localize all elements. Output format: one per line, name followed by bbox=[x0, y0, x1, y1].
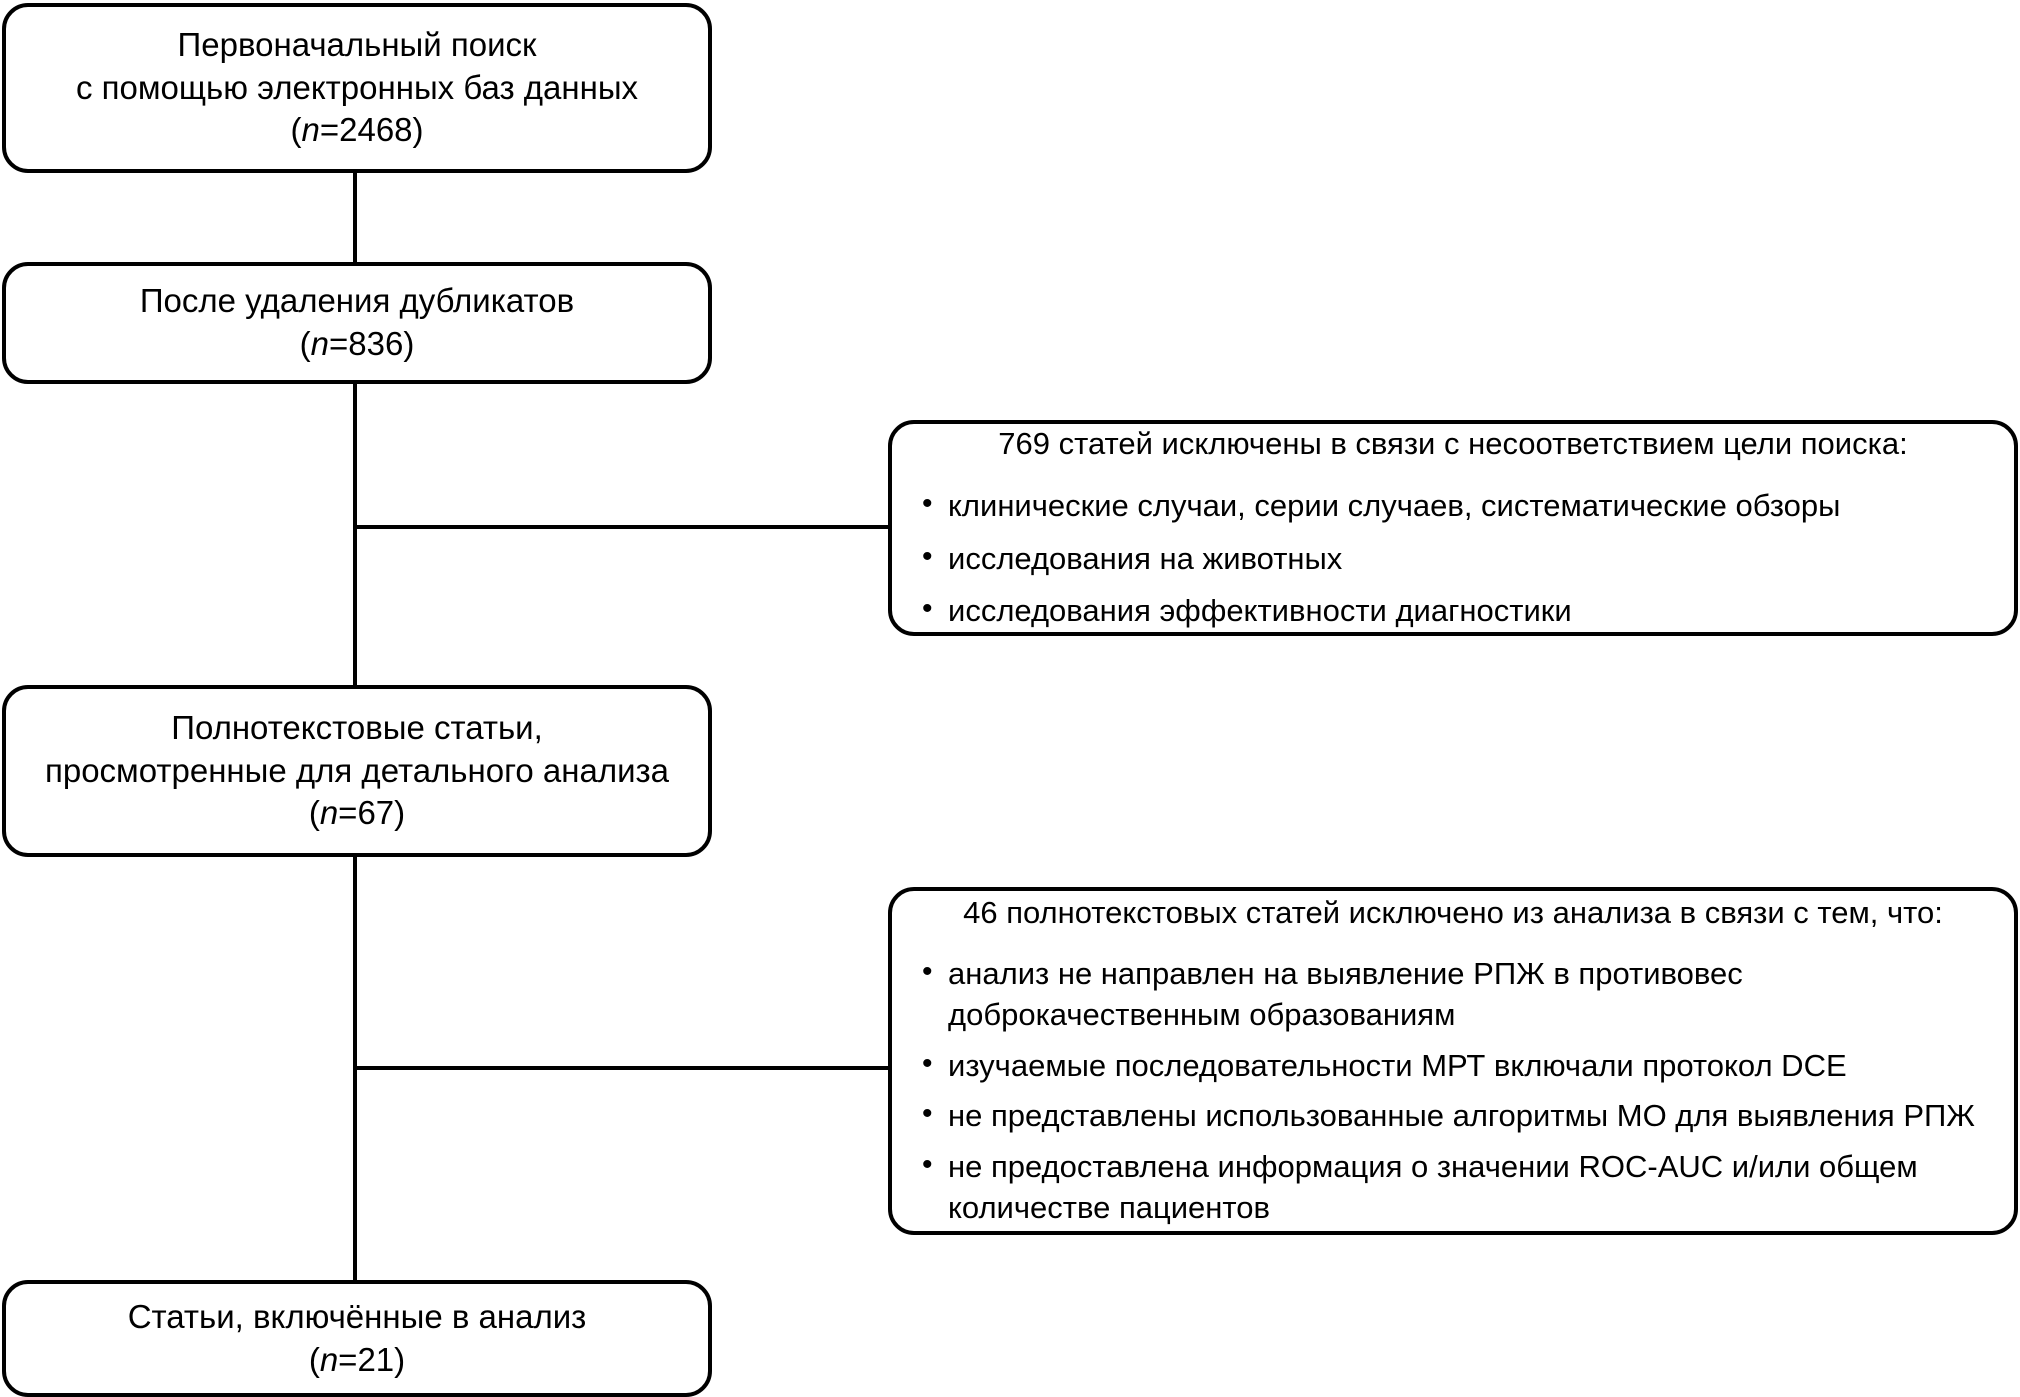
exclusion-fulltext-heading: 46 полнотекстовых статей исключено из ан… bbox=[963, 895, 1943, 931]
equals-symbol: = bbox=[329, 325, 349, 362]
node-initial-search-count: (n=2468) bbox=[290, 109, 423, 152]
exclusion-fulltext-item-4: не предоставлена информация о значении R… bbox=[918, 1145, 1988, 1229]
equals-symbol: = bbox=[338, 794, 358, 832]
count-value: 2468 bbox=[339, 111, 413, 149]
node-fulltext-reviewed-line-2: просмотренные для детального анализа bbox=[44, 751, 670, 789]
exclusion-screening-item-2: исследования на животных bbox=[918, 537, 1988, 580]
node-included: Статьи, включённые в анализ (n=21) bbox=[2, 1280, 712, 1397]
paren-open: ( bbox=[299, 325, 311, 362]
paren-open: ( bbox=[308, 1340, 320, 1378]
connector-initial-to-duplicates bbox=[353, 172, 357, 264]
n-symbol: n bbox=[301, 111, 320, 149]
exclusion-screening-item-3: исследования эффективности диагностики bbox=[918, 589, 1988, 632]
connector-fulltext-exclusion bbox=[353, 1066, 890, 1070]
node-after-duplicates: После удаления дубликатов (n=836) bbox=[2, 262, 712, 384]
exclusion-screening-item-1: клинические случаи, серии случаев, систе… bbox=[918, 484, 1988, 527]
count-value: 67 bbox=[357, 794, 395, 832]
exclusion-box-fulltext: 46 полнотекстовых статей исключено из ан… bbox=[888, 887, 2018, 1235]
connector-screening-exclusion bbox=[353, 525, 890, 529]
node-fulltext-reviewed-line-1: Полнотекстовые статьи, bbox=[171, 708, 543, 746]
node-fulltext-reviewed-count: (n=67) bbox=[309, 792, 405, 835]
node-initial-search: Первоначальный поиск с помощью электронн… bbox=[2, 3, 712, 173]
node-included-line-1: Статьи, включённые в анализ bbox=[127, 1297, 587, 1335]
exclusion-fulltext-item-1: анализ не направлен на выявление РПЖ в п… bbox=[918, 952, 1988, 1036]
exclusion-screening-heading: 769 статей исключены в связи с несоответ… bbox=[998, 426, 1908, 462]
node-initial-search-line-2: с помощью электронных баз данных bbox=[75, 68, 639, 106]
exclusion-box-screening: 769 статей исключены в связи с несоответ… bbox=[888, 420, 2018, 636]
node-after-duplicates-count: (n=836) bbox=[300, 323, 415, 366]
n-symbol: n bbox=[319, 1340, 339, 1378]
node-included-count: (n=21) bbox=[309, 1339, 405, 1382]
paren-close: ) bbox=[394, 1340, 406, 1378]
count-value: 21 bbox=[357, 1340, 395, 1378]
paren-open: ( bbox=[290, 111, 302, 149]
equals-symbol: = bbox=[319, 111, 340, 149]
node-after-duplicates-line-1: После удаления дубликатов bbox=[139, 282, 575, 320]
paren-open: ( bbox=[308, 794, 320, 832]
exclusion-fulltext-item-2: изучаемые последовательности МРТ включал… bbox=[918, 1044, 1988, 1087]
node-fulltext-reviewed: Полнотекстовые статьи, просмотренные для… bbox=[2, 685, 712, 857]
n-symbol: n bbox=[319, 794, 339, 832]
count-value: 836 bbox=[348, 325, 404, 362]
paren-close: ) bbox=[412, 111, 424, 149]
equals-symbol: = bbox=[338, 1340, 358, 1378]
connector-duplicates-to-fulltext bbox=[353, 310, 357, 687]
exclusion-fulltext-item-3: не представлены использованные алгоритмы… bbox=[918, 1094, 1988, 1137]
paren-close: ) bbox=[394, 794, 406, 832]
node-initial-search-line-1: Первоначальный поиск bbox=[177, 25, 537, 63]
paren-close: ) bbox=[403, 325, 415, 362]
n-symbol: n bbox=[310, 325, 329, 362]
